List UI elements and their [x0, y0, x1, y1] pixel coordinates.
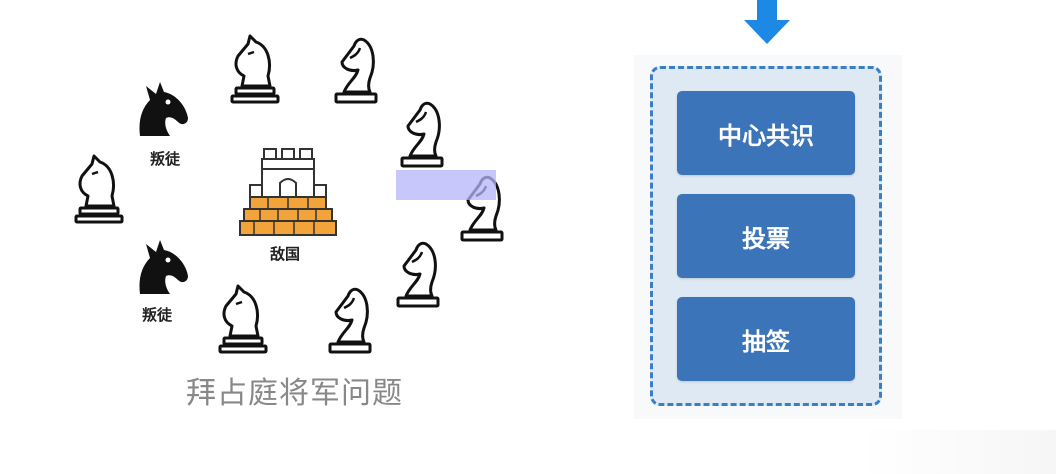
down-arrow-icon [742, 0, 792, 50]
knight-outline-icon [396, 98, 448, 170]
enemy-castle-icon [238, 145, 338, 245]
knight-outline-icon [330, 34, 382, 106]
traitor-knight-icon [130, 76, 192, 138]
traitor-knight-icon [130, 234, 192, 296]
traitor-label: 叛徒 [150, 150, 181, 168]
knight-outline-icon [70, 152, 126, 224]
enemy-label: 敌国 [270, 245, 301, 263]
knight-outline-icon [324, 284, 376, 356]
consensus-item-lottery: 抽签 [677, 297, 855, 381]
highlight-box [396, 170, 496, 200]
consensus-item-vote: 投票 [677, 194, 855, 278]
consensus-item-center: 中心共识 [677, 91, 855, 175]
diagram-caption: 拜占庭将军问题 [186, 376, 403, 411]
corner-fade [860, 430, 1056, 474]
traitor-label: 叛徒 [142, 306, 173, 324]
knight-outline-icon [226, 32, 282, 104]
knight-outline-icon [214, 282, 270, 354]
knight-outline-icon [392, 238, 444, 310]
